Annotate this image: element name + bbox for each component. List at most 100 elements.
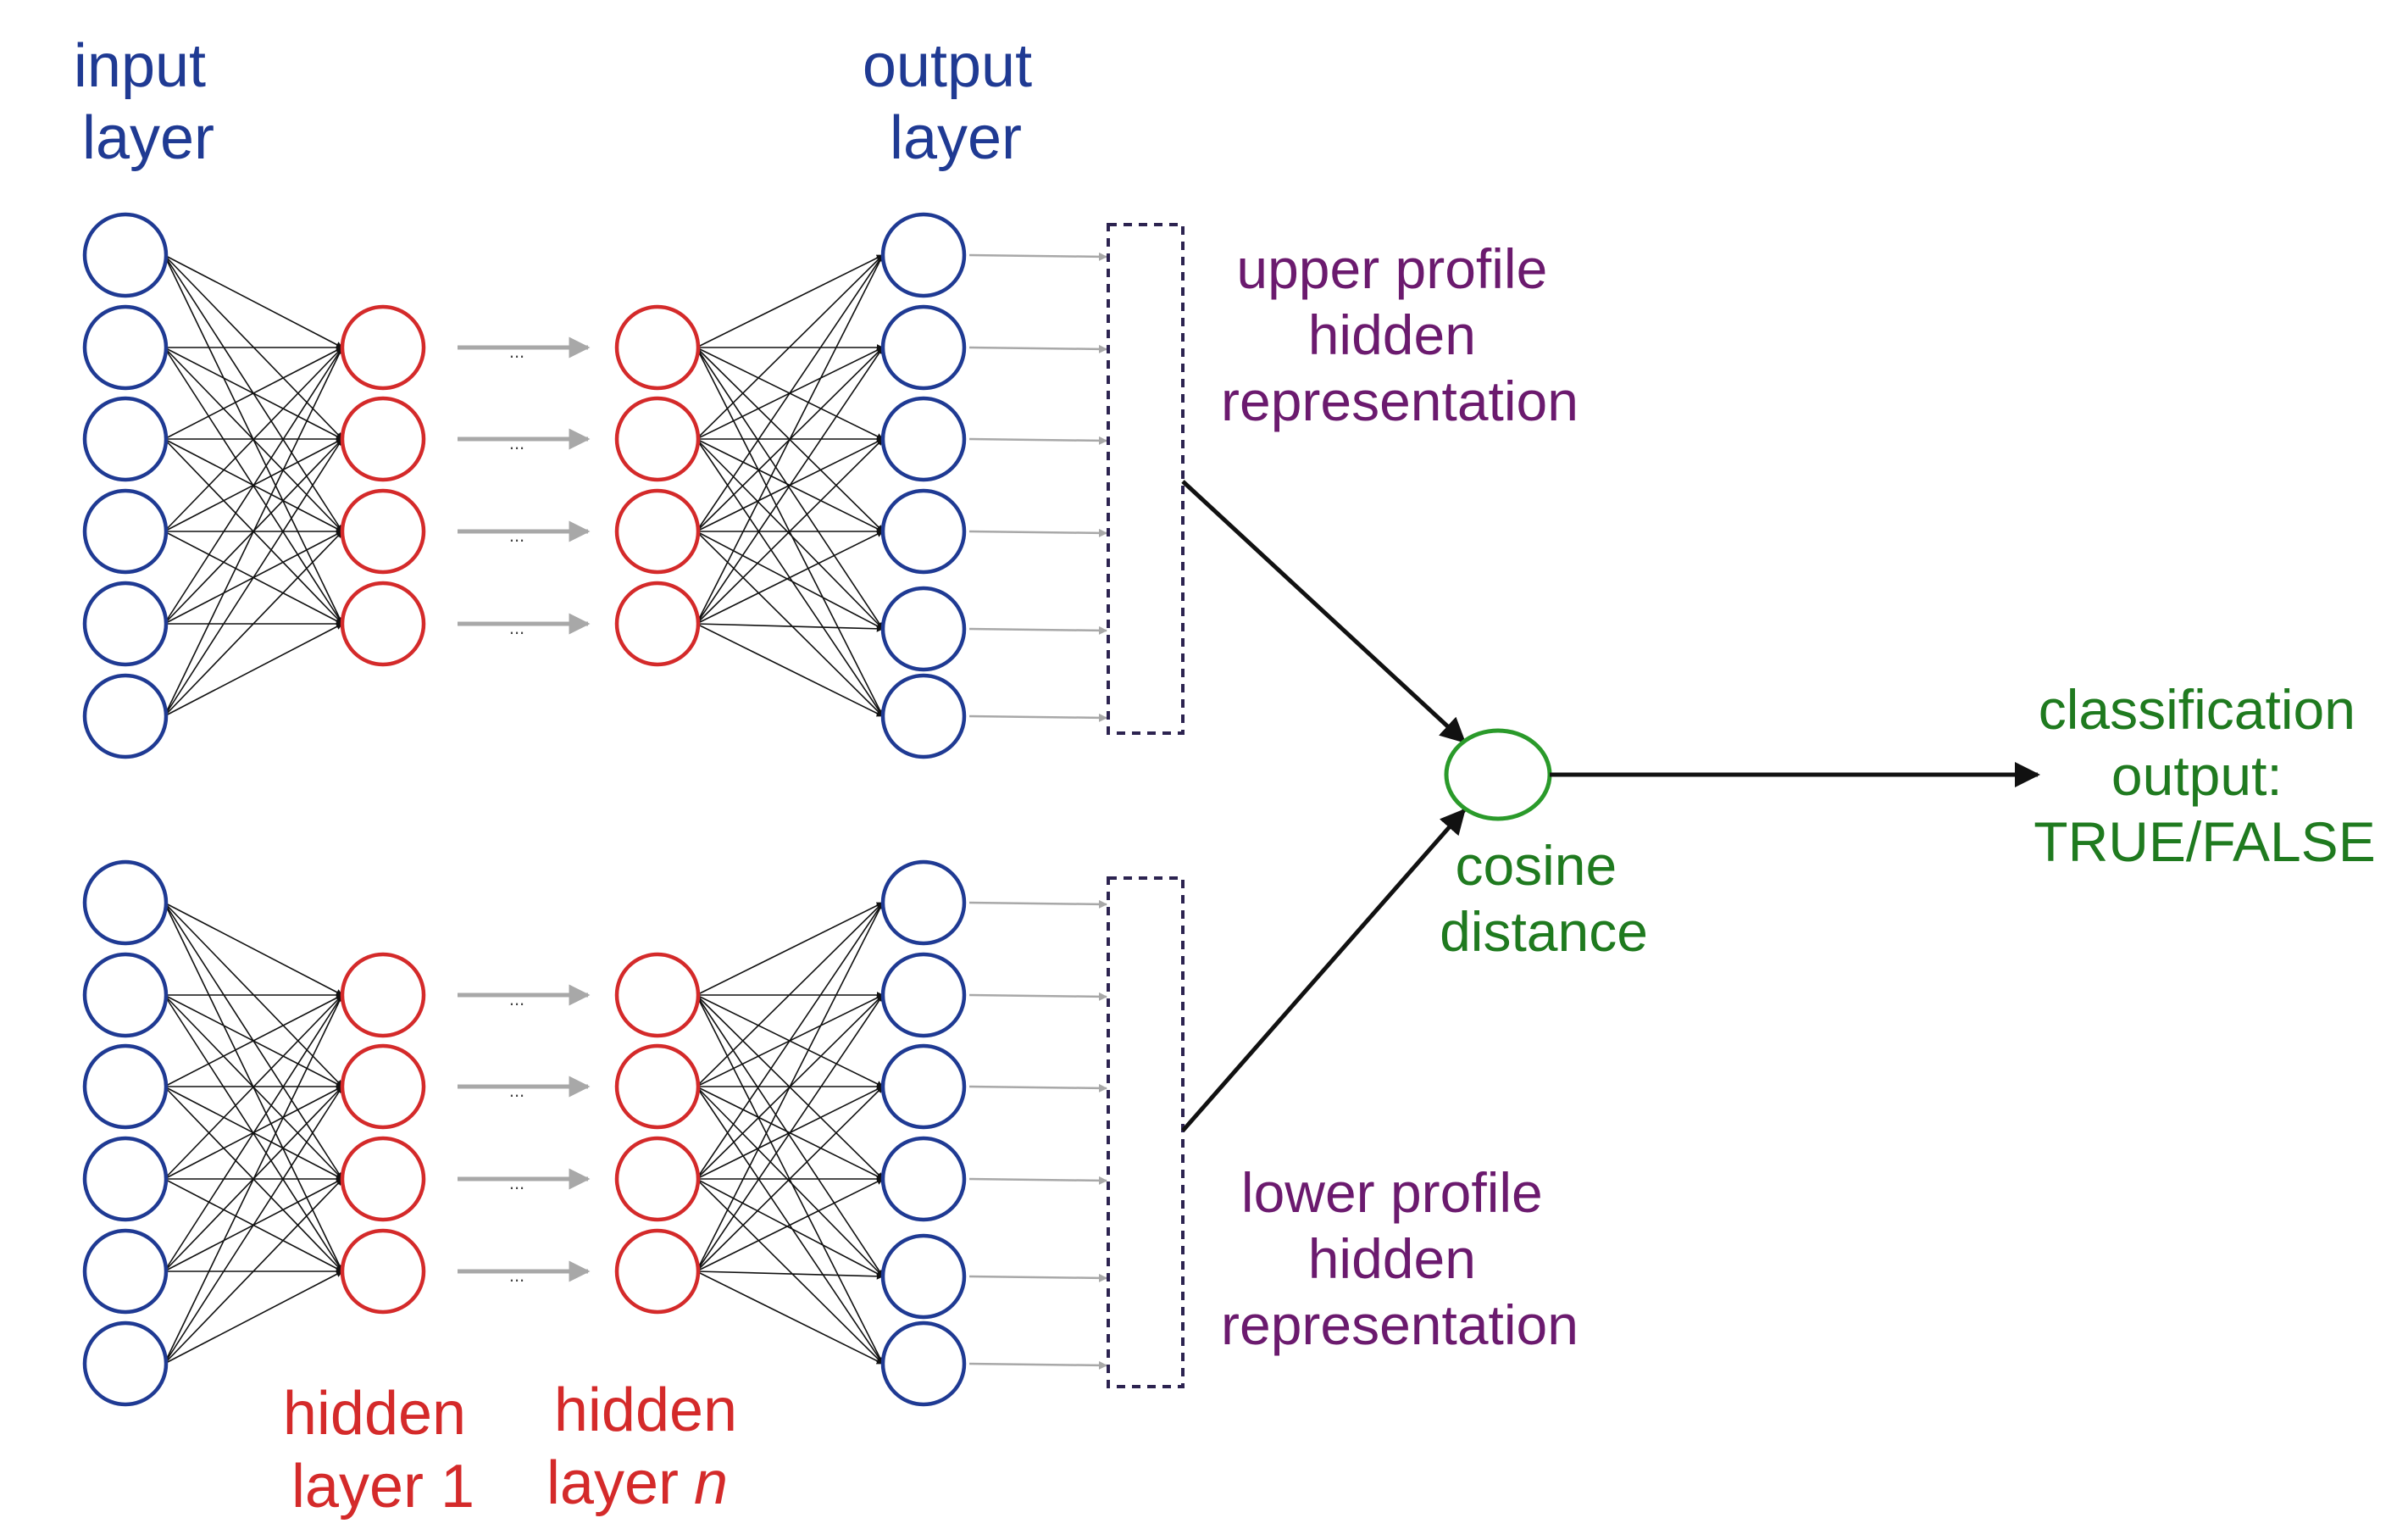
edge-hiddenn-to-output — [696, 994, 884, 1272]
output-node — [880, 1043, 967, 1130]
lower-representation-box — [1107, 876, 1185, 1388]
output-to-representation-arrow — [968, 252, 1107, 261]
hiddenn-node — [614, 1136, 701, 1222]
input-node — [82, 1136, 169, 1222]
edge-input-to-hidden1 — [164, 994, 343, 1365]
edge-hiddenn-to-output — [696, 1270, 884, 1365]
output-to-representation-arrow — [968, 344, 1107, 353]
lower-to-cosine-arrow — [1181, 808, 1466, 1132]
cosine-distance-label: cosine distance — [1440, 834, 1648, 963]
edge-input-to-hidden1 — [164, 347, 343, 440]
edge-hiddenn-to-output — [696, 1086, 884, 1277]
output-node — [880, 488, 967, 575]
edge-hiddenn-to-output — [696, 531, 884, 630]
output-to-representation-arrow — [968, 1083, 1107, 1093]
output-node — [880, 212, 967, 298]
edge-input-to-hidden1 — [164, 531, 343, 717]
output-to-representation-arrow — [968, 1273, 1107, 1282]
hidden1-node — [340, 304, 426, 391]
hiddenn-node — [614, 488, 701, 575]
edge-hiddenn-to-output — [696, 254, 884, 440]
hidden1-node — [340, 1228, 426, 1315]
edge-hiddenn-to-output — [696, 902, 884, 1272]
hiddenn-node — [614, 396, 701, 482]
hiddenn-node — [614, 581, 701, 667]
connection-edges — [164, 254, 884, 1365]
hidden-layer-1-label: hidden layer 1 — [283, 1380, 483, 1521]
hidden1-node — [340, 1136, 426, 1222]
output-node — [880, 1233, 967, 1320]
edge-hiddenn-to-output — [696, 623, 884, 632]
input-node — [82, 1043, 169, 1130]
layer-ellipsis-arrows: ........................ — [458, 252, 1107, 1370]
edge-hiddenn-to-output — [696, 1270, 884, 1280]
ellipsis-label: ... — [509, 1265, 524, 1286]
hiddenn-node — [614, 1228, 701, 1315]
network-nodes — [82, 212, 967, 1407]
output-to-representation-arrow — [968, 899, 1107, 909]
edge-hiddenn-to-output — [696, 254, 884, 625]
cosine-distance-node — [1444, 728, 1552, 821]
edge-hiddenn-to-output — [696, 254, 884, 348]
edge-hiddenn-to-output — [696, 902, 884, 996]
ellipsis-label: ... — [509, 432, 524, 453]
output-node — [880, 952, 967, 1038]
output-node — [880, 396, 967, 482]
hidden1-node — [340, 1043, 426, 1130]
input-node — [82, 212, 169, 298]
hiddenn-node — [614, 952, 701, 1038]
edge-input-to-hidden1 — [164, 623, 343, 717]
output-to-representation-arrow — [968, 992, 1107, 1001]
hiddenn-node — [614, 304, 701, 391]
edge-hiddenn-to-output — [696, 438, 884, 630]
edge-input-to-hidden1 — [164, 347, 343, 532]
hidden1-node — [340, 581, 426, 667]
output-to-representation-arrow — [968, 713, 1107, 722]
ellipsis-label: ... — [509, 341, 524, 362]
output-to-representation-arrow — [968, 436, 1107, 445]
edge-input-to-hidden1 — [164, 994, 343, 1087]
output-to-representation-arrow — [968, 528, 1107, 537]
upper-to-cosine-arrow — [1181, 480, 1467, 744]
hidden1-node — [340, 396, 426, 482]
edge-input-to-hidden1 — [164, 347, 343, 625]
edge-hiddenn-to-output — [696, 531, 884, 625]
edge-input-to-hidden1 — [164, 1086, 343, 1365]
edge-hiddenn-to-output — [696, 1178, 884, 1277]
edge-input-to-hidden1 — [164, 994, 343, 1180]
hidden1-node — [340, 488, 426, 575]
output-node — [880, 586, 967, 672]
output-node — [880, 859, 967, 946]
edge-hiddenn-to-output — [696, 438, 884, 625]
lower-representation-label: lower profile hidden representation — [1221, 1161, 1579, 1356]
output-to-representation-arrow — [968, 1360, 1107, 1370]
ellipsis-label: ... — [509, 525, 524, 546]
output-node — [880, 304, 967, 391]
edge-hiddenn-to-output — [696, 1178, 884, 1365]
edge-input-to-hidden1 — [164, 1270, 343, 1365]
input-node — [82, 581, 169, 667]
edge-input-to-hidden1 — [164, 994, 343, 1272]
edge-hiddenn-to-output — [696, 902, 884, 1087]
output-to-representation-arrow — [968, 1176, 1107, 1185]
input-node — [82, 304, 169, 391]
edge-hiddenn-to-output — [696, 623, 884, 717]
ellipsis-label: ... — [509, 1080, 524, 1101]
edge-input-to-hidden1 — [164, 347, 343, 717]
edge-hiddenn-to-output — [696, 1086, 884, 1272]
output-node — [880, 673, 967, 759]
input-node — [82, 1320, 169, 1407]
input-node — [82, 1228, 169, 1315]
upper-representation-box — [1107, 223, 1185, 735]
edge-hiddenn-to-output — [696, 994, 884, 1277]
input-node — [82, 952, 169, 1038]
output-node — [880, 1320, 967, 1407]
classification-output-label: classification output: TRUE/FALSE — [2033, 678, 2375, 873]
hiddenn-node — [614, 1043, 701, 1130]
output-layer-label: output layer — [863, 32, 1049, 172]
edge-input-to-hidden1 — [164, 438, 343, 717]
ellipsis-label: ... — [509, 617, 524, 638]
edge-hiddenn-to-output — [696, 347, 884, 630]
